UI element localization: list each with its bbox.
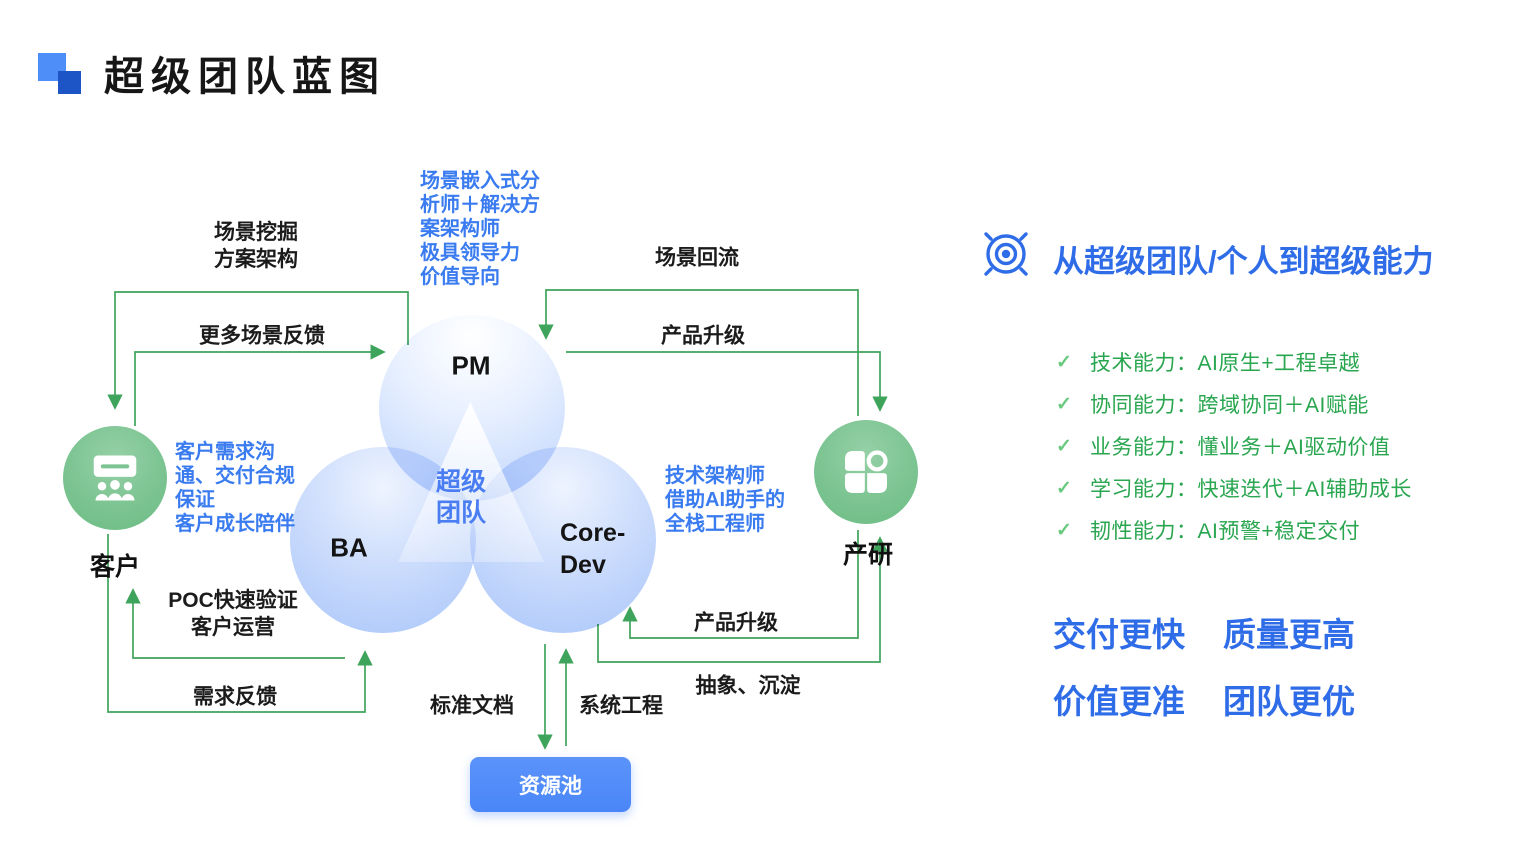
capability-row: ✓ 韧性能力：AI预警+稳定交付 [1056,509,1412,551]
arrow-scene-backflow [538,289,859,416]
page-title: 超级团队蓝图 [104,55,386,99]
logo-square-dark [58,71,81,94]
check-icon: ✓ [1056,351,1072,373]
target-icon [980,228,1032,285]
capability-item: 协同能力：跨域协同＋AI赋能 [1090,394,1369,417]
capability-row: ✓ 学习能力：快速迭代＋AI辅助成长 [1056,467,1412,509]
flow-poc-validation: POC快速验证 客户运营 [168,589,298,639]
check-icon: ✓ [1056,519,1072,541]
super-team-label: 超级 团队 [435,468,487,527]
slogan-grid: 交付更快 质量更高 价值更准 团队更优 [1053,608,1355,723]
slogan-better-value: 价值更准 [1053,683,1185,720]
pm-label: PM [451,350,491,381]
check-icon: ✓ [1056,477,1072,499]
flow-product-upgrade-bottom: 产品升级 [694,611,778,635]
check-icon: ✓ [1056,435,1072,457]
ba-label: BA [330,532,368,563]
coredev-role-note: 技术架构师 借助AI助手的 全栈工程师 [665,465,785,535]
slogan-faster-delivery: 交付更快 [1053,616,1185,653]
slogan-higher-quality: 质量更高 [1223,616,1355,653]
capability-row: ✓ 业务能力：懂业务＋AI驱动价值 [1056,425,1412,467]
capability-item: 韧性能力：AI预警+稳定交付 [1090,520,1361,543]
coredev-label: Core- Dev [560,519,626,579]
pm-role-note: 场景嵌入式分 析师＋解决方 案架构师 极具领导力 价值导向 [420,170,540,288]
product-label: 产研 [842,541,894,569]
flow-requirement-feedback: 需求反馈 [193,685,277,709]
clover-icon [845,450,888,493]
flow-abstraction-sedimentation: 抽象、沉淀 [695,674,801,698]
arrow-more-scene-feedback [134,344,386,426]
capability-row: ✓ 协同能力：跨域协同＋AI赋能 [1056,383,1412,425]
product-node [814,420,918,524]
capability-list: ✓ 技术能力：AI原生+工程卓越 ✓ 协同能力：跨域协同＋AI赋能 ✓ 业务能力… [1056,341,1412,551]
resource-pool-label: 资源池 [519,774,582,798]
panel-heading: 从超级团队/个人到超级能力 [1053,244,1434,279]
logo-icon [38,50,84,96]
flow-more-scene-feedback: 更多场景反馈 [199,324,325,348]
check-icon: ✓ [1056,393,1072,415]
customer-label: 客户 [89,553,141,581]
slogan-better-team: 团队更优 [1223,683,1355,720]
customer-role-note: 客户需求沟 通、交付合规 保证 客户成长陪伴 [175,441,295,535]
capability-item: 业务能力：懂业务＋AI驱动价值 [1090,436,1391,459]
capability-item: 学习能力：快速迭代＋AI辅助成长 [1090,478,1412,501]
capability-row: ✓ 技术能力：AI原生+工程卓越 [1056,341,1412,383]
flow-product-upgrade-top: 产品升级 [661,324,745,348]
flow-system-engineering: 系统工程 [579,694,663,718]
flow-scene-backflow: 场景回流 [655,246,739,270]
resource-pool-button[interactable]: 资源池 [470,757,631,812]
arrow-product-upgrade-top [566,351,888,412]
flow-standard-docs: 标准文档 [430,694,514,718]
customer-node [63,426,167,530]
header: 超级团队蓝图 [38,44,386,102]
flow-scene-mining: 场景挖掘 方案架构 [214,221,298,271]
capability-item: 技术能力：AI原生+工程卓越 [1090,352,1361,375]
presentation-people-icon [93,455,137,501]
